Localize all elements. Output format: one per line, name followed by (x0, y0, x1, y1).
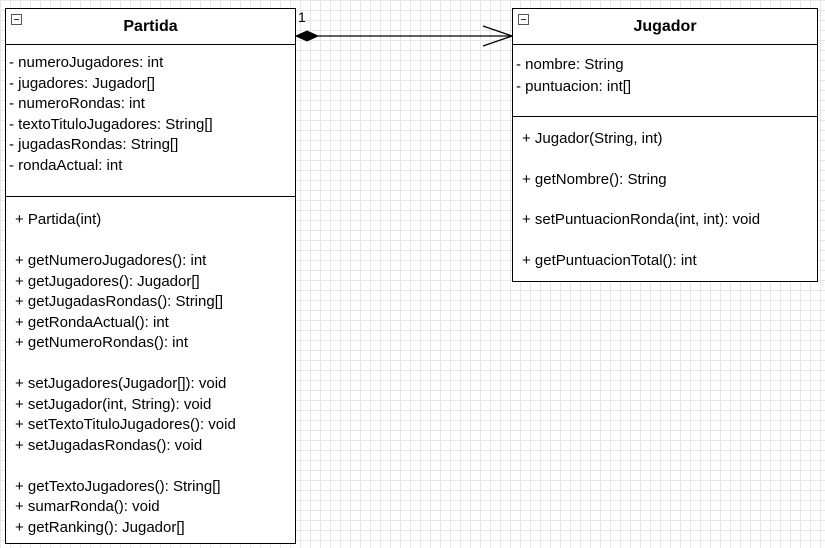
attribute: - numeroJugadores: int (9, 54, 164, 71)
methods-section: + Jugador(String, int) + getNombre(): St… (513, 117, 817, 271)
method: + getRondaActual(): int (15, 313, 169, 331)
method: + getJugadasRondas(): String[] (15, 293, 224, 310)
attribute: - numeroRondas: int (9, 95, 145, 112)
method: + Jugador(String, int) (522, 130, 663, 147)
collapse-icon[interactable] (11, 14, 22, 25)
method-separator (15, 456, 295, 477)
methods-section: + Partida(int) + getNumeroJugadores(): i… (6, 197, 295, 538)
class-name: Jugador (633, 17, 697, 35)
multiplicity-label: 1 (298, 9, 306, 25)
attribute: - nombre: String (516, 56, 624, 73)
attributes-section: - nombre: String - puntuacion: int[] (513, 45, 817, 117)
method: + getNumeroJugadores(): int (15, 252, 207, 269)
attributes-section: - numeroJugadores: int - jugadores: Juga… (6, 45, 295, 197)
method: + setPuntuacionRonda(int, int): void (522, 211, 761, 228)
attribute: - jugadasRondas: String[] (9, 136, 179, 153)
method: + setJugador(int, String): void (15, 395, 212, 413)
class-header: Partida (6, 9, 295, 45)
class-partida[interactable]: Partida - numeroJugadores: int - jugador… (5, 8, 296, 544)
method: + getNumeroRondas(): int (15, 334, 188, 351)
method-separator (15, 231, 295, 252)
composition-diamond (294, 30, 320, 42)
attribute: - rondaActual: int (9, 156, 123, 174)
method: + setJugadasRondas(): void (15, 436, 203, 454)
method: + getJugadores(): Jugador[] (15, 272, 200, 290)
method: + sumarRonda(): void (15, 498, 160, 515)
method: + getTextoJugadores(): String[] (15, 477, 221, 495)
attribute: - jugadores: Jugador[] (9, 74, 155, 92)
attribute: - puntuacion: int[] (516, 78, 632, 95)
class-header: Jugador (513, 9, 817, 45)
method: + Partida(int) (15, 211, 102, 228)
attribute: - textoTituloJugadores: String[] (9, 115, 213, 133)
method: + getPuntuacionTotal(): int (522, 251, 697, 269)
class-jugador[interactable]: Jugador - nombre: String - puntuacion: i… (512, 8, 818, 282)
method: + getNombre(): String (522, 170, 667, 188)
method: + setJugadores(Jugador[]): void (15, 375, 227, 392)
method-separator (15, 354, 295, 375)
class-name: Partida (123, 17, 178, 35)
method: + setTextoTituloJugadores(): void (15, 416, 236, 433)
collapse-icon[interactable] (518, 14, 529, 25)
method: + getRanking(): Jugador[] (15, 518, 185, 536)
